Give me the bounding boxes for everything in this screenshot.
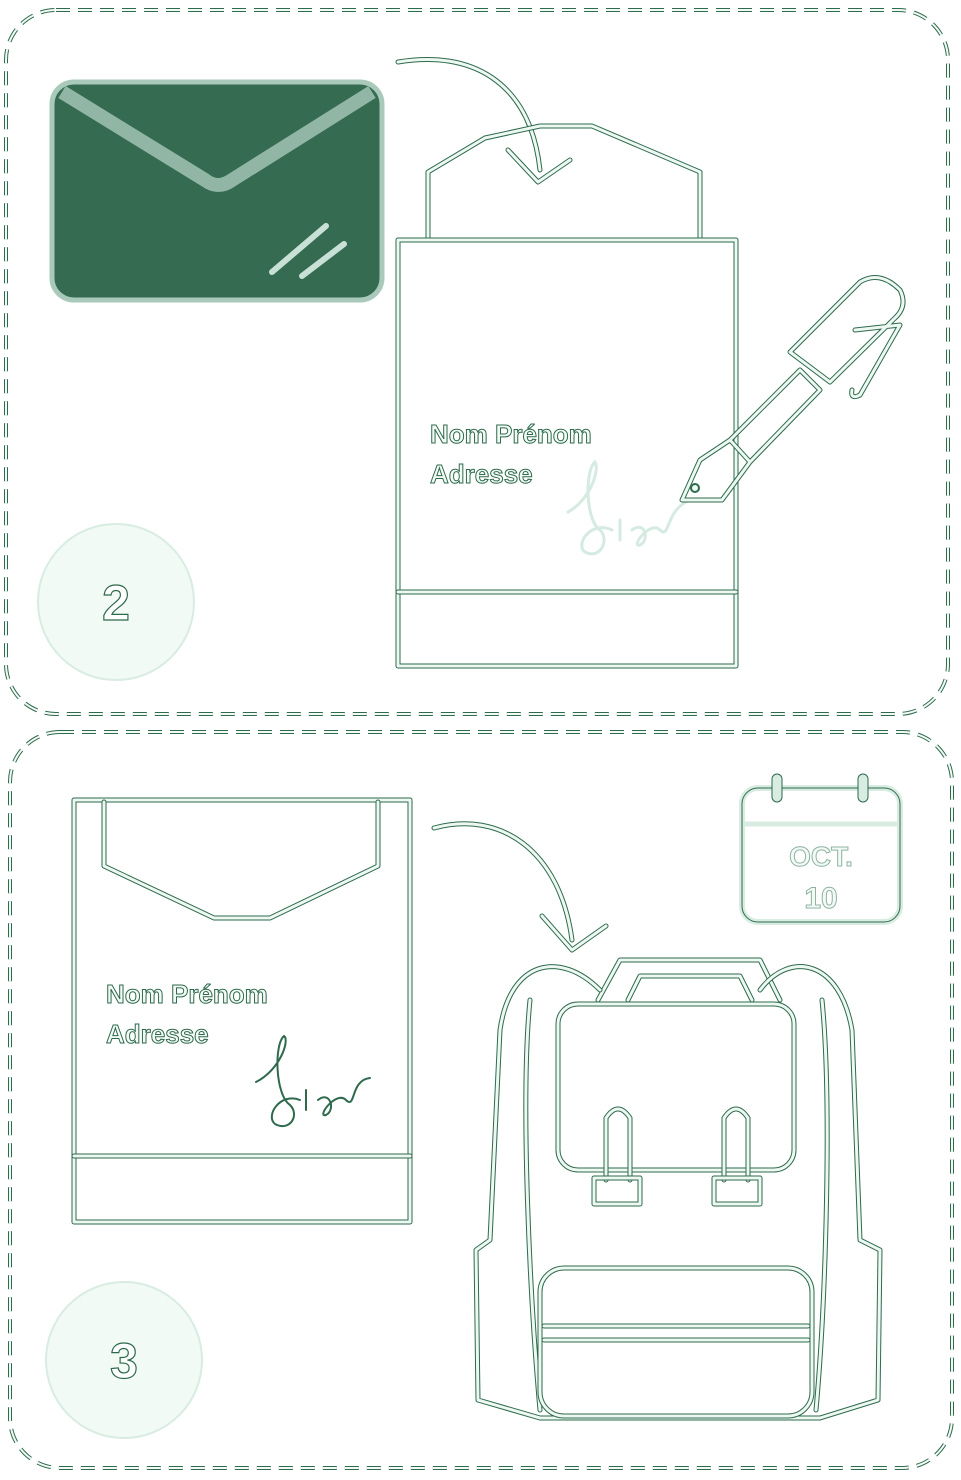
envelope-icon bbox=[49, 79, 385, 303]
step-number: 2 bbox=[102, 575, 130, 631]
signature bbox=[566, 459, 692, 556]
calendar-month: OCT. bbox=[789, 841, 853, 872]
document-name-line: Nom Prénom bbox=[106, 979, 268, 1009]
step-2-badge: 2 bbox=[37, 523, 195, 681]
step-3-panel: Nom Prénom Adresse OCT. 10 bbox=[8, 730, 954, 1470]
fountain-pen-icon bbox=[679, 275, 906, 503]
document-address-line: Adresse bbox=[430, 459, 533, 489]
step-number: 3 bbox=[110, 1333, 138, 1389]
document-icon: Nom Prénom Adresse bbox=[71, 797, 413, 1225]
step-2-panel: Nom Prénom Adresse 2 bbox=[4, 8, 950, 716]
document-icon: Nom Prénom Adresse bbox=[395, 123, 739, 669]
document-address-line: Adresse bbox=[106, 1019, 209, 1049]
arrow-icon bbox=[431, 821, 609, 953]
step-3-badge: 3 bbox=[45, 1281, 203, 1439]
document-name-line: Nom Prénom bbox=[430, 419, 592, 449]
arrow-icon bbox=[395, 57, 573, 185]
calendar-icon: OCT. 10 bbox=[739, 773, 903, 925]
signature bbox=[255, 1034, 371, 1127]
backpack-icon bbox=[473, 957, 883, 1421]
calendar-day: 10 bbox=[804, 882, 837, 915]
